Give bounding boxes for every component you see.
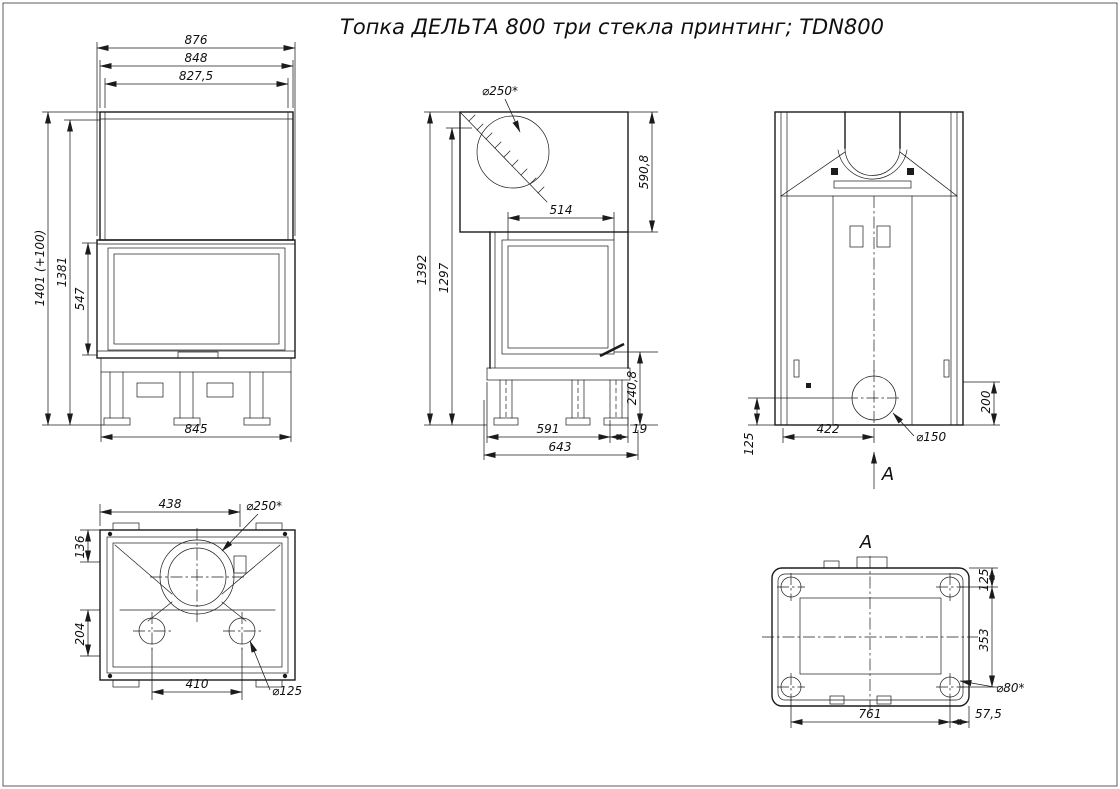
dim-top-front-offset: 136 <box>73 535 87 558</box>
front-foot <box>103 417 131 426</box>
side-glass <box>501 239 615 355</box>
dim-bottom-hole-spacing-y: 353 <box>977 629 991 652</box>
hatch-marks <box>468 114 545 194</box>
side-base-band <box>486 367 631 381</box>
front-handle <box>177 351 219 359</box>
dim-top-duct-spacing: 410 <box>186 677 209 691</box>
front-foot <box>173 417 201 426</box>
dim-rear-outlet-x: 422 <box>817 422 840 436</box>
dim-side-depth: 591 <box>537 422 560 436</box>
dim-front-total-height: 1401 (+100) <box>33 230 47 307</box>
dim-top-flue-center: 438 <box>159 497 182 511</box>
top-view-dimensions: 438 ⌀250* 136 204 410 ⌀125 <box>73 497 302 700</box>
front-base-band <box>100 357 292 373</box>
dim-side-hood-height: 590,8 <box>637 154 651 189</box>
rear-vent <box>876 225 891 248</box>
top-view: 438 ⌀250* 136 204 410 ⌀125 <box>73 497 302 700</box>
dim-bottom-hole-diameter: ⌀80* <box>996 681 1025 695</box>
bottom-view-linework <box>762 556 978 714</box>
rear-flue-collar <box>844 147 901 176</box>
front-hood <box>99 111 294 241</box>
front-view: 876 848 827,5 1401 (+100) 1381 547 845 <box>33 33 296 442</box>
dim-side-base-height: 240,8 <box>625 370 639 405</box>
dim-bottom-hole-top-offset: 125 <box>977 569 991 592</box>
front-glass <box>107 247 286 351</box>
rear-body <box>774 111 964 426</box>
dim-front-inner-width: 827,5 <box>179 69 213 83</box>
dim-rear-outlet-height: 200 <box>979 390 993 413</box>
side-view: ⌀250* 590,8 514 1392 1297 240,8 <box>415 84 658 460</box>
dim-front-casing-width: 848 <box>185 51 208 65</box>
dim-bottom-hole-side-offset: 57,5 <box>975 707 1002 721</box>
dim-side-body-height: 1297 <box>437 262 451 293</box>
front-view-linework <box>96 111 296 426</box>
top-body <box>99 529 296 681</box>
bottom-section-label: A <box>859 532 872 553</box>
side-foot <box>493 417 519 426</box>
dim-side-glass-width: 514 <box>550 203 573 217</box>
dim-top-flue-diameter: ⌀250* <box>246 499 282 513</box>
side-hood <box>459 111 629 233</box>
dim-bottom-hole-spacing-x: 761 <box>859 707 882 721</box>
drawing-title: Топка ДЕЛЬТА 800 три стекла принтинг; TD… <box>340 15 884 39</box>
bottom-view-dimensions: 125 353 ⌀80* 761 57,5 <box>790 567 1025 728</box>
front-door-frame <box>96 239 296 359</box>
rear-view: 200 125 422 ⌀150 A <box>742 111 1000 489</box>
rear-view-linework <box>774 111 964 426</box>
side-view-linework <box>459 111 631 426</box>
dim-side-total-depth: 643 <box>549 440 572 454</box>
rear-vent <box>849 225 864 248</box>
rear-view-dimensions: 200 125 422 ⌀150 A <box>742 381 1000 489</box>
side-view-dimensions: ⌀250* 590,8 514 1392 1297 240,8 <box>415 84 658 460</box>
dim-front-overall-width: 876 <box>185 33 208 47</box>
front-view-dimensions: 876 848 827,5 1401 (+100) 1381 547 845 <box>33 33 296 442</box>
front-foot <box>243 417 271 426</box>
dim-front-base-width: 845 <box>185 422 208 436</box>
dim-top-rear-offset: 204 <box>73 623 87 646</box>
dim-top-duct-diameter: ⌀125 <box>272 684 302 698</box>
bottom-inner-panel <box>799 597 942 675</box>
top-view-linework <box>99 522 296 688</box>
side-foot <box>603 417 629 426</box>
bottom-view: A 125 <box>762 532 1025 728</box>
section-arrow-label: A <box>881 464 894 485</box>
dim-front-glass-height: 547 <box>73 287 87 310</box>
dim-side-total-height: 1392 <box>415 255 429 286</box>
dim-side-flue-diameter: ⌀250* <box>482 84 518 98</box>
side-flue-circle <box>476 115 550 189</box>
dim-side-rear-gap: 19 <box>632 422 647 436</box>
dim-rear-outlet-offset: 125 <box>742 433 756 456</box>
dim-front-body-height: 1381 <box>55 257 69 288</box>
side-latch <box>599 342 625 358</box>
dim-rear-outlet-diameter: ⌀150 <box>916 430 946 444</box>
side-foot <box>565 417 591 426</box>
